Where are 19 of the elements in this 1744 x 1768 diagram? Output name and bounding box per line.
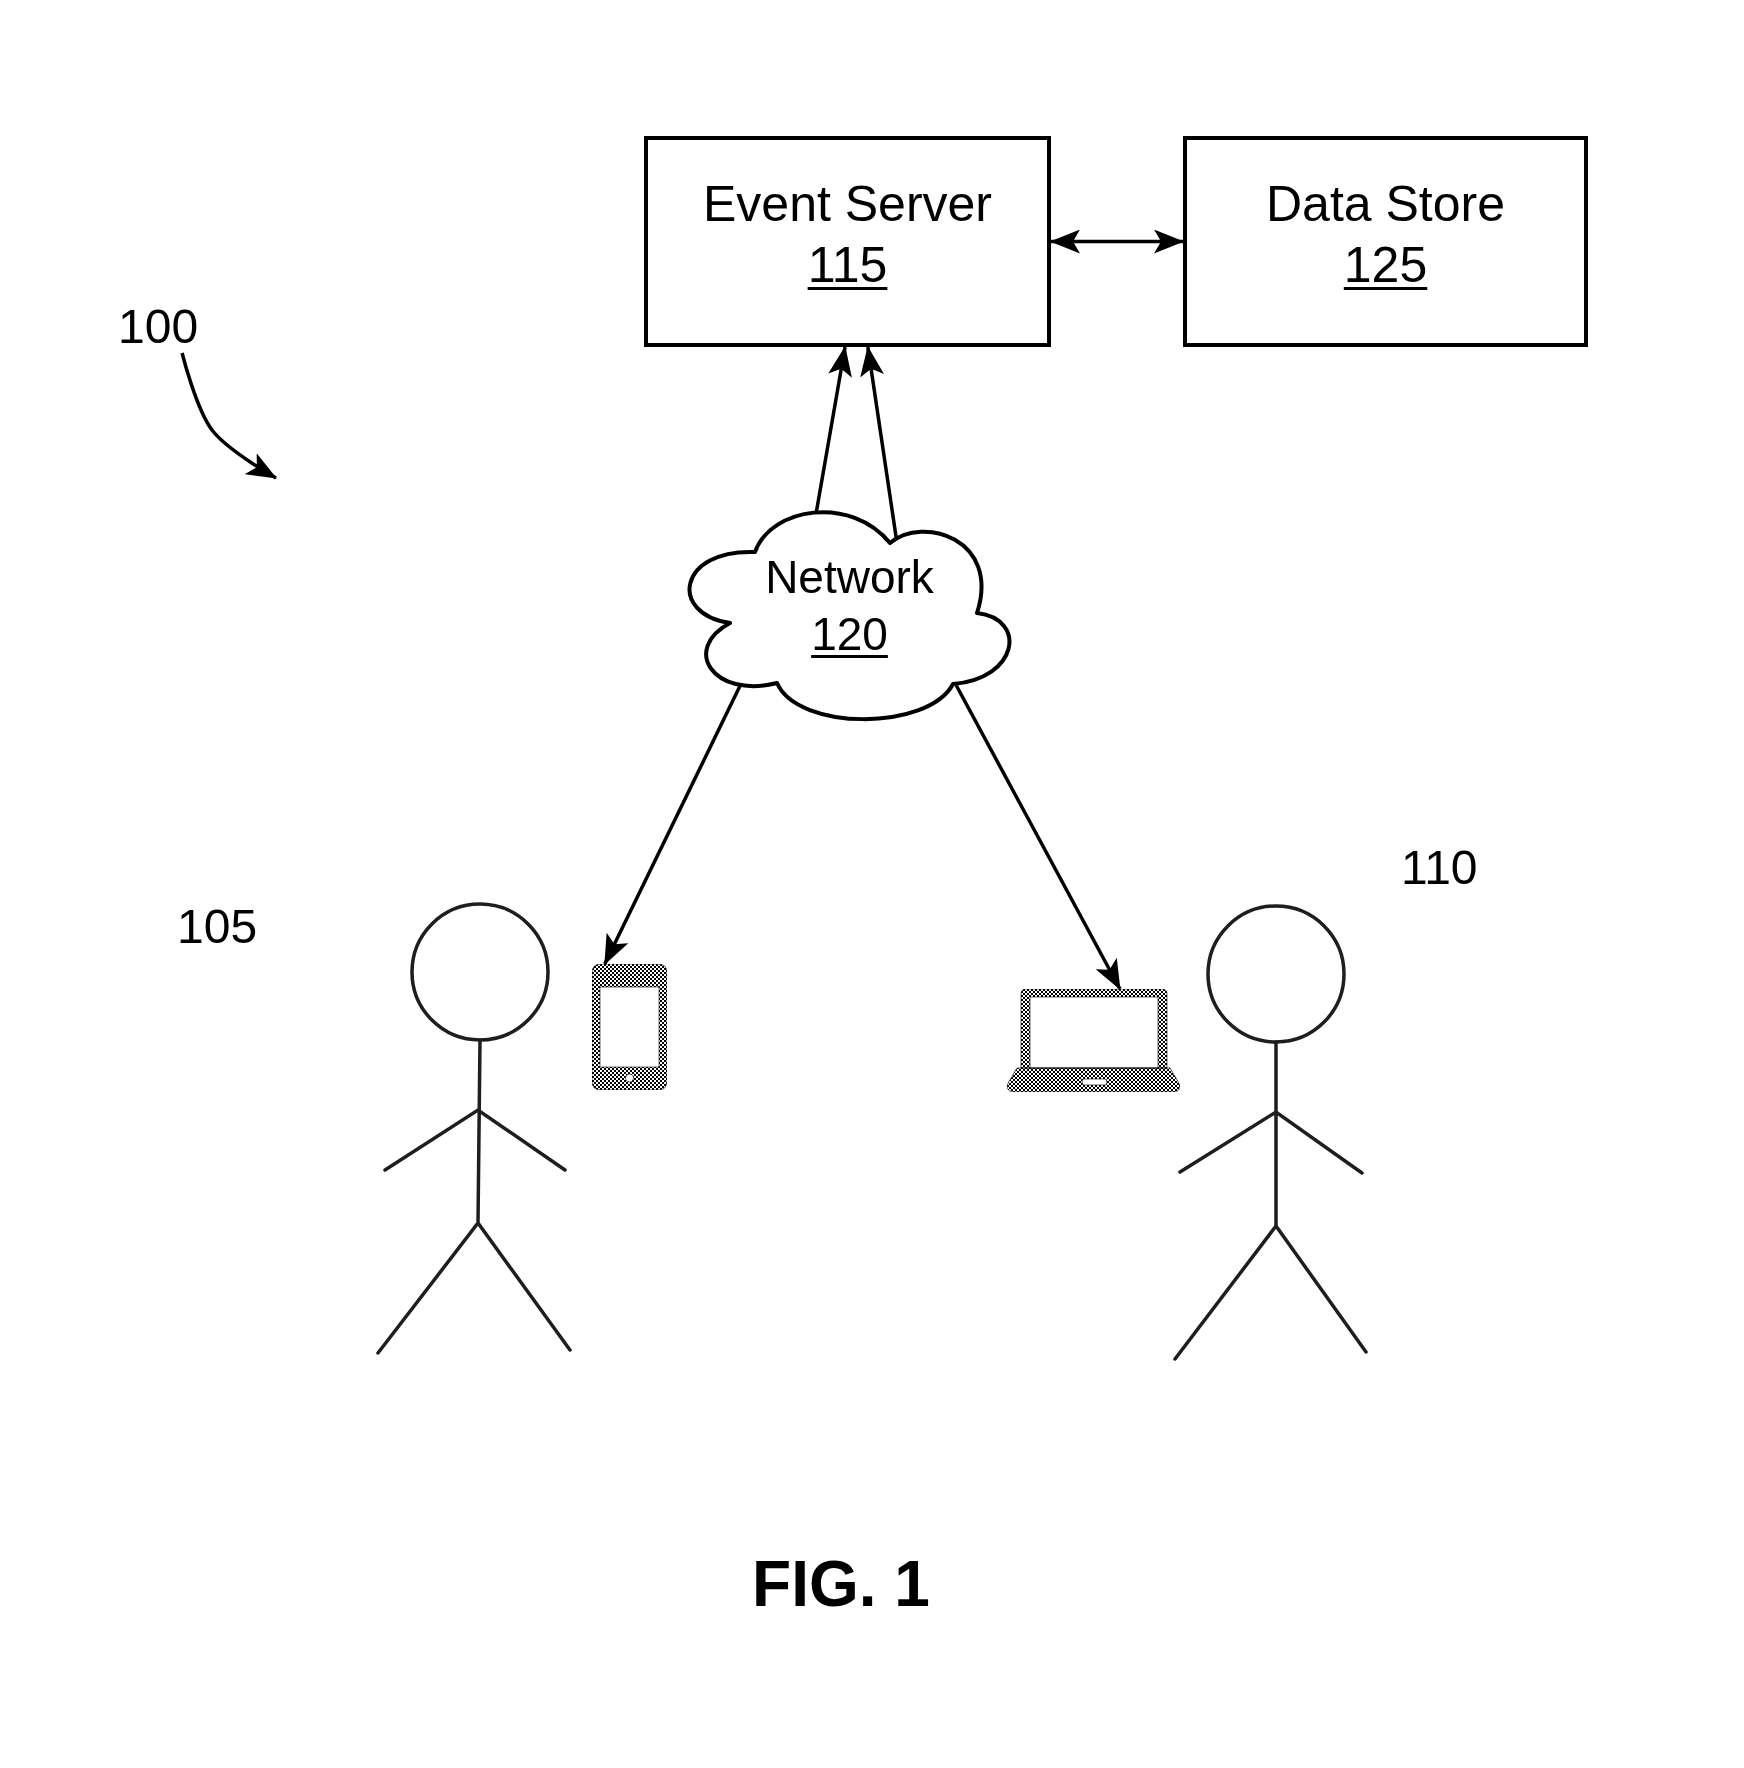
leader-arrow [180, 352, 277, 480]
arrow [1050, 229, 1184, 254]
reference-numeral: 105 [177, 900, 258, 953]
reference-numeral: 125 [1343, 236, 1428, 295]
reference-numeral: 100 [118, 300, 199, 353]
process-box [1183, 136, 1588, 347]
reference-numeral: 110 [1401, 841, 1478, 894]
figure-caption: FIG. 1 [752, 1549, 930, 1619]
arrow [603, 685, 742, 965]
reference-numeral: 120 [811, 607, 888, 662]
reference-numeral: 115 [807, 236, 888, 295]
laptop-icon [1007, 989, 1180, 1092]
process-box [644, 136, 1051, 347]
node-title: Event Server [703, 175, 992, 234]
node-title: Network [765, 550, 934, 605]
arrow [860, 346, 898, 538]
arrow [954, 684, 1122, 990]
smartphone-icon [592, 964, 667, 1090]
node-title: Data Store [1266, 175, 1505, 234]
